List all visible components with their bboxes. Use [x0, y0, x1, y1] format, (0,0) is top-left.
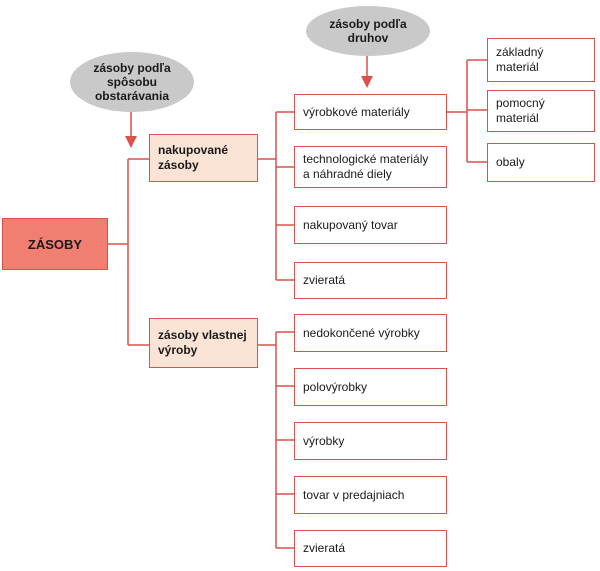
- purchased-item: výrobkové materiály: [294, 94, 447, 130]
- own-item: tovar v predajniach: [294, 476, 447, 514]
- purchased-item: technologické materiály a náhradné diely: [294, 146, 447, 188]
- material-type-label: obaly: [496, 155, 525, 169]
- own-item-label: tovar v predajniach: [303, 487, 405, 502]
- own-item-label: nedokončené výrobky: [303, 325, 420, 340]
- own-item: zvieratá: [294, 530, 447, 567]
- oval-by-type: zásoby podľa druhov: [306, 6, 430, 56]
- oval-by-acquisition: zásoby podľa spôsobu obstarávania: [70, 52, 194, 112]
- category-purchased: nakupované zásoby: [149, 134, 258, 182]
- category-own-production: zásoby vlastnej výroby: [149, 318, 258, 368]
- root-box: ZÁSOBY: [2, 218, 108, 270]
- own-item: výrobky: [294, 422, 447, 460]
- own-item-label: výrobky: [303, 433, 345, 448]
- own-item: nedokončené výrobky: [294, 314, 447, 352]
- own-item-label: zvieratá: [303, 541, 346, 555]
- material-type: pomocný materiál: [487, 90, 595, 132]
- purchased-item-label: zvieratá: [303, 273, 346, 287]
- own-item-label: polovýrobky: [303, 379, 368, 394]
- purchased-item: nakupovaný tovar: [294, 206, 447, 244]
- material-type-label: základný materiál: [496, 45, 544, 74]
- oval-by-type-label: zásoby podľa druhov: [329, 17, 407, 45]
- purchased-item-label: výrobkové materiály: [303, 104, 410, 119]
- purchased-item-label: nakupovaný tovar: [303, 217, 398, 232]
- category-purchased-label: nakupované zásoby: [158, 143, 229, 172]
- category-own-production-label: zásoby vlastnej výroby: [158, 328, 247, 357]
- own-item: polovýrobky: [294, 368, 447, 406]
- root-label: ZÁSOBY: [27, 236, 83, 252]
- oval-by-acquisition-label: zásoby podľa spôsobu obstarávania: [93, 61, 171, 103]
- purchased-item: zvieratá: [294, 262, 447, 299]
- material-type: obaly: [487, 143, 595, 182]
- purchased-item-label: technologické materiály a náhradné diely: [303, 152, 429, 181]
- material-type-label: pomocný materiál: [496, 96, 545, 125]
- material-type: základný materiál: [487, 38, 595, 82]
